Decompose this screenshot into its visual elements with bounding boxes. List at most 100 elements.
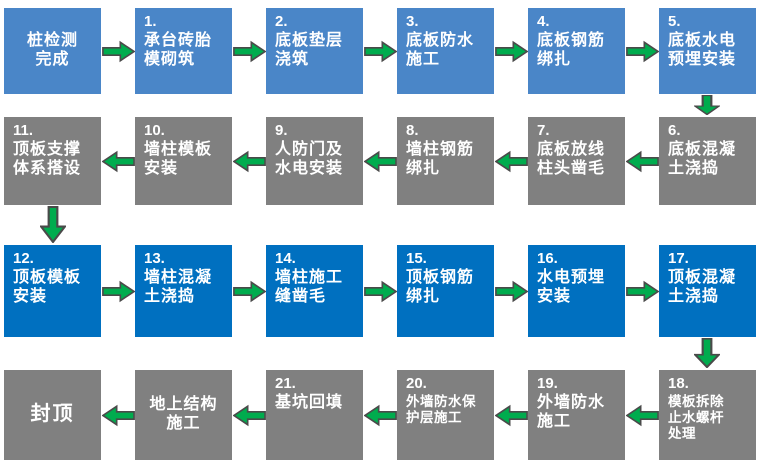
left-arrow-icon bbox=[232, 370, 266, 460]
left-arrow-icon bbox=[101, 117, 135, 205]
flow-box-r4c2: 地上结构施工 bbox=[135, 370, 232, 460]
left-arrow-icon bbox=[101, 370, 135, 460]
step-number: 5. bbox=[668, 13, 681, 30]
step-label-line: 土浇捣 bbox=[668, 159, 720, 177]
left-arrow-icon bbox=[494, 370, 528, 460]
step-label-line: 顶板混凝 bbox=[668, 268, 737, 286]
step-number: 13. bbox=[144, 250, 165, 267]
step-number: 18. bbox=[668, 375, 689, 392]
step-label-line: 底板混凝 bbox=[668, 140, 737, 158]
flow-box-6: 6.底板混凝土浇捣 bbox=[659, 117, 756, 205]
step-label-line: 模砌筑 bbox=[144, 50, 196, 68]
connector-row-2 bbox=[4, 205, 756, 245]
step-label-line: 安装 bbox=[13, 287, 48, 305]
step-label-line: 墙柱模板 bbox=[144, 140, 213, 158]
left-arrow-icon bbox=[494, 117, 528, 205]
flow-box-14: 14.墙柱施工缝凿毛 bbox=[266, 245, 363, 337]
left-arrow-icon bbox=[232, 117, 266, 205]
right-arrow-icon bbox=[232, 245, 266, 337]
flow-box-19: 19.外墙防水施工 bbox=[528, 370, 625, 460]
step-number: 19. bbox=[537, 375, 558, 392]
step-label-line: 绑扎 bbox=[537, 50, 572, 68]
step-label-line: 墙柱混凝 bbox=[144, 268, 213, 286]
step-label-line: 柱头凿毛 bbox=[537, 159, 606, 177]
flow-box-4: 4.底板钢筋绑扎 bbox=[528, 8, 625, 94]
step-label-line: 基坑回填 bbox=[275, 393, 344, 411]
step-label-line: 完成 bbox=[35, 51, 70, 68]
step-number: 10. bbox=[144, 122, 165, 139]
step-label-line: 处理 bbox=[668, 425, 696, 441]
flow-box-7: 7.底板放线柱头凿毛 bbox=[528, 117, 625, 205]
step-number: 2. bbox=[275, 13, 288, 30]
step-number: 11. bbox=[13, 122, 34, 139]
step-number: 12. bbox=[13, 250, 34, 267]
flow-box-3: 3.底板防水施工 bbox=[397, 8, 494, 94]
step-number: 1. bbox=[144, 13, 157, 30]
left-arrow-icon bbox=[363, 117, 397, 205]
step-label-line: 顶板钢筋 bbox=[406, 268, 475, 286]
left-arrow-icon bbox=[625, 370, 659, 460]
step-label-line: 底板钢筋 bbox=[537, 31, 606, 49]
step-label-line: 墙柱施工 bbox=[275, 268, 344, 286]
step-label-line: 绑扎 bbox=[406, 159, 441, 177]
flow-box-18: 18.模板拆除止水螺杆处理 bbox=[659, 370, 756, 460]
step-number: 9. bbox=[275, 122, 288, 139]
right-arrow-icon bbox=[101, 8, 135, 94]
flow-box-17: 17.顶板混凝土浇捣 bbox=[659, 245, 756, 337]
step-label-line: 缝凿毛 bbox=[275, 287, 327, 305]
step-label-line: 施工 bbox=[166, 415, 201, 432]
step-label-line: 水电预埋 bbox=[537, 268, 606, 286]
step-label-line: 预埋安装 bbox=[668, 50, 737, 68]
step-label-line: 体系搭设 bbox=[13, 159, 82, 177]
right-arrow-icon bbox=[101, 245, 135, 337]
right-arrow-icon bbox=[494, 8, 528, 94]
step-number: 15. bbox=[406, 250, 427, 267]
step-label-line: 施工 bbox=[406, 50, 441, 68]
step-label-line: 外墙防水保 bbox=[406, 393, 476, 409]
flow-box-16: 16.水电预埋安装 bbox=[528, 245, 625, 337]
step-label-line: 顶板模板 bbox=[13, 268, 82, 286]
step-number: 4. bbox=[537, 13, 550, 30]
step-label-line: 外墙防水 bbox=[537, 393, 606, 411]
flow-box-1: 1.承台砖胎模砌筑 bbox=[135, 8, 232, 94]
flow-box-2: 2.底板垫层浇筑 bbox=[266, 8, 363, 94]
connector-row-1 bbox=[4, 94, 756, 117]
flow-box-11: 11.顶板支撑体系搭设 bbox=[4, 117, 101, 205]
step-label-line: 绑扎 bbox=[406, 287, 441, 305]
step-label-line: 浇筑 bbox=[275, 50, 310, 68]
step-label-line: 土浇捣 bbox=[144, 287, 196, 305]
right-arrow-icon bbox=[232, 8, 266, 94]
step-label-line: 安装 bbox=[537, 287, 572, 305]
step-label-line: 封顶 bbox=[30, 403, 75, 426]
step-label-line: 底板防水 bbox=[406, 31, 475, 49]
step-label-line: 人防门及 bbox=[275, 140, 344, 158]
step-label-line: 顶板支撑 bbox=[13, 140, 82, 158]
left-arrow-icon bbox=[363, 370, 397, 460]
step-label-line: 承台砖胎 bbox=[144, 31, 213, 49]
step-label-line: 底板放线 bbox=[537, 140, 606, 158]
flow-box-r1c1: 桩检测完成 bbox=[4, 8, 101, 94]
step-label-line: 止水螺杆 bbox=[668, 409, 724, 425]
connector-row-3 bbox=[4, 337, 756, 370]
step-label-line: 水电安装 bbox=[275, 159, 344, 177]
flow-box-21: 21.基坑回填 bbox=[266, 370, 363, 460]
step-number: 6. bbox=[668, 122, 681, 139]
step-label-line: 模板拆除 bbox=[668, 393, 724, 409]
step-label-line: 地上结构 bbox=[149, 396, 218, 414]
step-number: 7. bbox=[537, 122, 550, 139]
step-number: 8. bbox=[406, 122, 419, 139]
flow-box-9: 9.人防门及水电安装 bbox=[266, 117, 363, 205]
step-label-line: 护层施工 bbox=[406, 409, 462, 425]
step-label-line: 底板水电 bbox=[668, 31, 737, 49]
flow-box-5: 5.底板水电预埋安装 bbox=[659, 8, 756, 94]
flow-box-12: 12.顶板模板安装 bbox=[4, 245, 101, 337]
step-number: 16. bbox=[537, 250, 558, 267]
down-arrow-icon bbox=[694, 95, 720, 115]
step-number: 21. bbox=[275, 375, 296, 392]
flow-box-r4c1: 封顶 bbox=[4, 370, 101, 460]
step-number: 17. bbox=[668, 250, 689, 267]
left-arrow-icon bbox=[625, 117, 659, 205]
